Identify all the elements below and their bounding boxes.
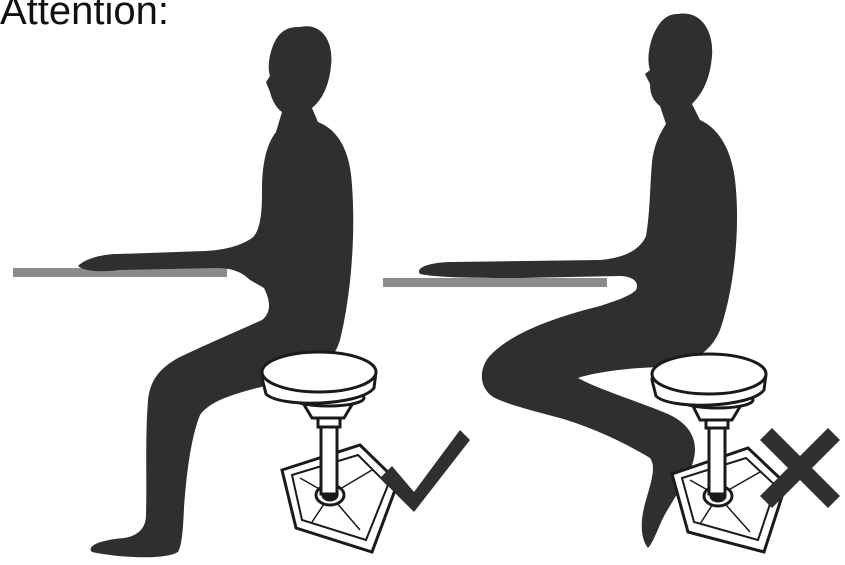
balance-stool-left — [262, 352, 398, 552]
cross-icon — [760, 428, 840, 508]
checkmark-icon — [380, 430, 470, 512]
incorrect-posture-panel — [383, 13, 840, 552]
correct-posture-panel — [13, 26, 470, 557]
desk-right — [383, 278, 607, 287]
